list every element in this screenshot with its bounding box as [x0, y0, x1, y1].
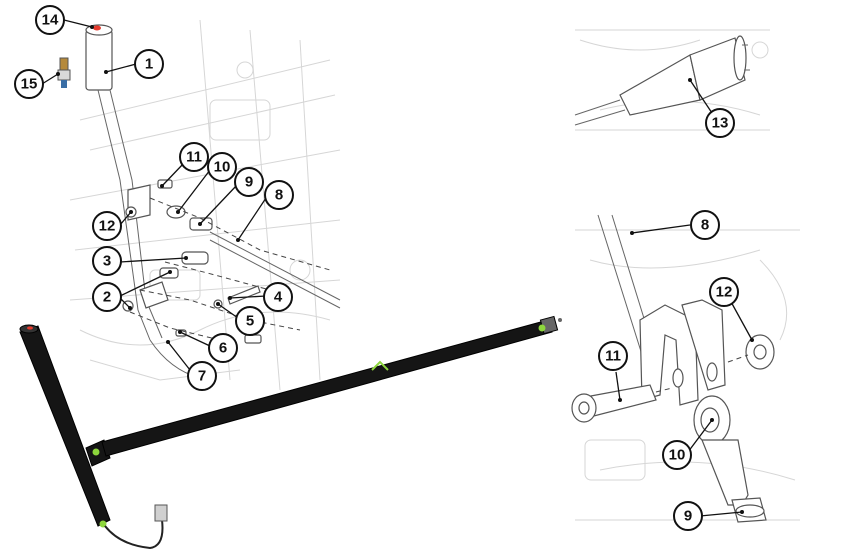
- callout-4: 4: [263, 282, 293, 312]
- callout-3: 3: [92, 246, 122, 276]
- callout-13: 13: [705, 108, 735, 138]
- callout-detail-10: 10: [662, 440, 692, 470]
- detail-linkage: [571, 214, 775, 523]
- assembly-dash-lines-right: [655, 354, 749, 393]
- hardware-parts-left: [122, 179, 341, 344]
- callout-10-label: 10: [214, 159, 231, 176]
- callout-6-label: 6: [219, 340, 227, 357]
- callout-2: 2: [92, 282, 122, 312]
- callout-detail-8-label: 8: [701, 217, 709, 234]
- detail-part-13: [574, 35, 750, 126]
- t-handle-tool: [19, 315, 562, 550]
- callout-13-label: 13: [712, 115, 729, 132]
- callout-5-label: 5: [246, 313, 254, 330]
- callout-detail-9-label: 9: [684, 508, 692, 525]
- callout-5: 5: [235, 306, 265, 336]
- callout-14: 14: [35, 5, 65, 35]
- callout-12: 12: [92, 211, 122, 241]
- end-cap-red-accent: [93, 25, 101, 31]
- callout-8: 8: [264, 180, 294, 210]
- callout-detail-8: 8: [690, 210, 720, 240]
- callout-11-label: 11: [186, 149, 202, 166]
- callout-1-label: 1: [145, 56, 153, 73]
- callout-15-label: 15: [21, 76, 38, 93]
- callout-9-label: 9: [245, 174, 253, 191]
- callout-1: 1: [134, 49, 164, 79]
- callout-detail-12: 12: [709, 277, 739, 307]
- callout-4-label: 4: [274, 289, 283, 306]
- callout-7: 7: [187, 361, 217, 391]
- callout-2-label: 2: [103, 289, 111, 306]
- sensor-part-15: [57, 57, 71, 88]
- leader-dots: [56, 25, 754, 514]
- callout-detail-12-label: 12: [716, 284, 733, 301]
- grip-red-accent: [27, 326, 33, 330]
- callout-14-label: 14: [42, 12, 59, 29]
- callout-detail-9: 9: [673, 501, 703, 531]
- main-tube-part-1: [85, 24, 201, 379]
- callout-9: 9: [234, 167, 264, 197]
- callout-10: 10: [207, 152, 237, 182]
- callout-8-label: 8: [275, 187, 283, 204]
- callout-detail-11-label: 11: [605, 348, 621, 365]
- callout-detail-11: 11: [598, 341, 628, 371]
- callout-3-label: 3: [103, 253, 111, 270]
- callout-15: 15: [14, 69, 44, 99]
- callout-12-label: 12: [99, 218, 116, 235]
- callout-detail-10-label: 10: [669, 447, 686, 464]
- callout-11: 11: [179, 142, 209, 172]
- callout-6: 6: [208, 333, 238, 363]
- background-sketch-left: [69, 19, 341, 391]
- assembly-dash-lines-left: [129, 197, 331, 341]
- callout-7-label: 7: [198, 368, 206, 385]
